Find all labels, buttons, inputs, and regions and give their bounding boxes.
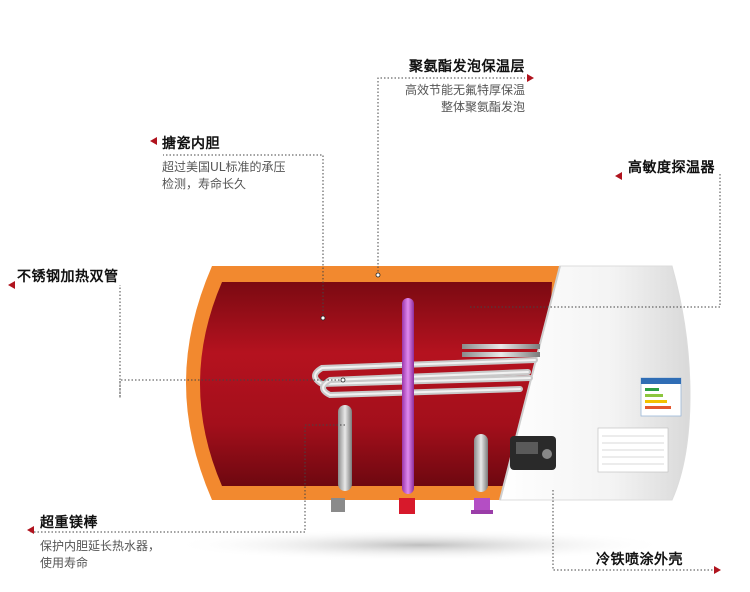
leader-lines (30, 77, 721, 571)
callout-rod-desc-1: 保护内胆延长热水器， (40, 539, 161, 553)
energy-bar (645, 394, 663, 397)
pointer-tubes (8, 281, 15, 289)
ground-shadow (170, 529, 670, 561)
callout-foam-desc-1: 高效节能无氟特厚保温 (404, 83, 525, 97)
callout-enamel-desc-1: 超过美国UL标准的承压 (162, 160, 286, 174)
callout-enamel-tank: 搪瓷内胆 超过美国UL标准的承压 检测，寿命长久 (162, 133, 285, 193)
callout-sensor: 高敏度探温器 (628, 157, 715, 177)
leader-enamel (163, 154, 324, 318)
callout-enamel-desc-2: 检测，寿命长久 (162, 177, 247, 191)
temperature-sensor (462, 344, 540, 357)
magnesium-rod (338, 405, 352, 491)
energy-bar (645, 400, 667, 403)
callout-foam-layer: 聚氨酯发泡保温层 高效节能无氟特厚保温 整体聚氨酯发泡 (360, 56, 525, 116)
magnesium-rod-secondary (474, 434, 488, 492)
leader-tubes (119, 285, 343, 398)
bottom-fittings (331, 498, 493, 514)
energy-label-header (641, 378, 681, 384)
pointer-rod (27, 526, 34, 534)
pointer-foam (527, 74, 534, 82)
leader-rod (30, 424, 345, 533)
pointer-enamel (150, 137, 157, 145)
leader-dots (320, 272, 381, 383)
leader-sensor (470, 174, 721, 308)
callout-steel-shell: 冷铁喷涂外壳 (596, 549, 683, 569)
callout-foam-title: 聚氨酯发泡保温层 (409, 59, 525, 75)
spec-sticker-lines (602, 435, 664, 465)
pointer-sensor (615, 172, 622, 180)
energy-bar (645, 388, 659, 391)
callout-sensor-title: 高敏度探温器 (628, 160, 715, 176)
control-knob (542, 449, 552, 459)
display-screen (516, 442, 538, 454)
stainless-heating-tubes (312, 357, 538, 399)
callout-rod-desc-2: 使用寿命 (40, 556, 89, 570)
pointer-shell (714, 566, 721, 574)
leader-foam (377, 77, 525, 275)
callout-shell-title: 冷铁喷涂外壳 (596, 552, 683, 568)
water-outlet-pipe (402, 298, 414, 494)
callout-tubes-title: 不锈钢加热双管 (17, 269, 119, 285)
callout-heating-tubes: 不锈钢加热双管 (17, 266, 119, 286)
callout-enamel-title: 搪瓷内胆 (162, 136, 220, 152)
callout-foam-desc-2: 整体聚氨酯发泡 (440, 100, 525, 114)
energy-bar (645, 406, 671, 409)
callout-rod-title: 超重镁棒 (40, 515, 98, 531)
callout-magnesium-rod: 超重镁棒 保护内胆延长热水器， 使用寿命 (40, 512, 160, 572)
